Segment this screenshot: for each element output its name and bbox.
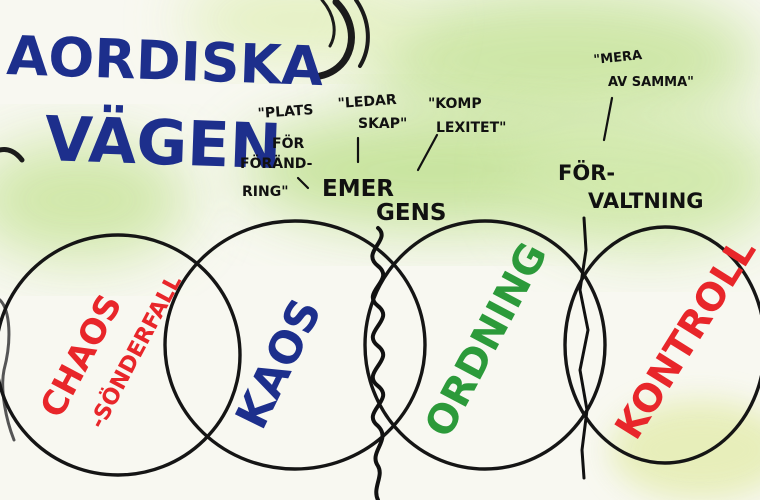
annotation-text: FÖRÄND- [240,154,313,172]
emergens-wavy-line [370,226,386,500]
annotation-text: LEXITET" [436,120,506,136]
annotation-text: VALTNING [588,189,704,213]
annotation-text: GENS [376,200,446,226]
circle-ordning [363,219,607,471]
circle-kontroll [563,225,760,465]
annotation-text: SKAP" [358,116,407,132]
left-edge-decoration [0,147,25,442]
annotation-text: "KOMP [428,96,482,112]
annotation-text: "LEDAR [337,92,397,112]
annotation-text: FÖR [272,134,304,152]
annotation-text: FÖR- [558,160,615,185]
annotation-text: "PLATS [257,102,314,122]
annotation-forvaltning: FÖR- VALTNING [558,160,704,213]
circle-chaos [0,233,242,477]
circles-group [0,219,760,477]
annotation-emergens: EMER GENS [322,176,446,226]
annotation-text: AV SAMMA" [608,75,694,90]
title-line-1: AORDISKA [6,24,325,98]
annotation-mera-av-samma: "MERA AV SAMMA" [593,48,694,90]
forvaltning-divider-line [578,216,590,480]
annotation-text: "MERA [593,48,643,68]
title-line-2: VÄGEN [43,102,282,183]
circle-kaos [163,219,427,471]
pointer-lines [296,96,614,190]
annotation-komplexitet: "KOMP LEXITET" [428,96,506,136]
annotation-text: RING" [242,184,289,200]
annotation-plats-forandring: "PLATS FÖR FÖRÄND- RING" [240,102,314,200]
swirl-decoration [316,0,370,80]
annotation-ledarskap: "LEDAR SKAP" [337,92,407,132]
annotation-text: EMER [322,176,394,202]
